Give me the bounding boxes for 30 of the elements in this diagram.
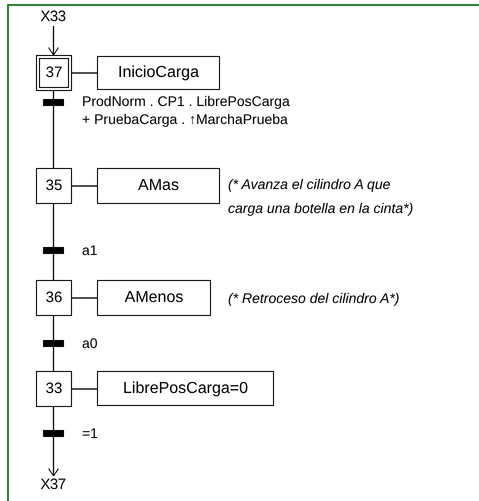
transition-condition: a0 <box>82 334 99 352</box>
connector-line <box>52 204 54 247</box>
transition-condition: =1 <box>82 424 99 442</box>
transition-condition: ProdNorm . CP1 . LibrePosCarga + PruebaCarga . ↑MarchaPrueba <box>82 92 291 128</box>
comment-text: (* Avanza el cilindro A que carga una botella en la cinta*) <box>228 175 414 218</box>
transition-bar <box>43 247 64 254</box>
transition-bar <box>43 340 64 347</box>
connector-line <box>72 388 97 390</box>
action-box: LibrePosCarga=0 <box>97 371 274 406</box>
arrow <box>48 26 59 56</box>
step-box: 33 <box>36 371 72 407</box>
initial-step-box: 37 <box>36 55 72 91</box>
transition-condition: a1 <box>82 241 99 259</box>
step-box: 35 <box>36 168 72 204</box>
transition-bar <box>43 99 64 106</box>
connector-line <box>72 297 97 299</box>
connector-line <box>52 254 54 280</box>
connector-line <box>52 316 54 340</box>
connector-line <box>52 106 54 168</box>
comment-text: (* Retroceso del cilindro A*) <box>228 289 400 308</box>
connector-line <box>52 407 54 430</box>
connector-line <box>72 185 97 187</box>
connector-line <box>72 72 97 74</box>
action-box: AMenos <box>97 280 211 316</box>
step-box: 36 <box>36 280 72 316</box>
transition-bar <box>43 430 64 437</box>
action-box: AMas <box>97 168 220 204</box>
connector-line <box>52 347 54 371</box>
arrow <box>48 437 59 476</box>
action-box: InicioCarga <box>97 56 220 90</box>
